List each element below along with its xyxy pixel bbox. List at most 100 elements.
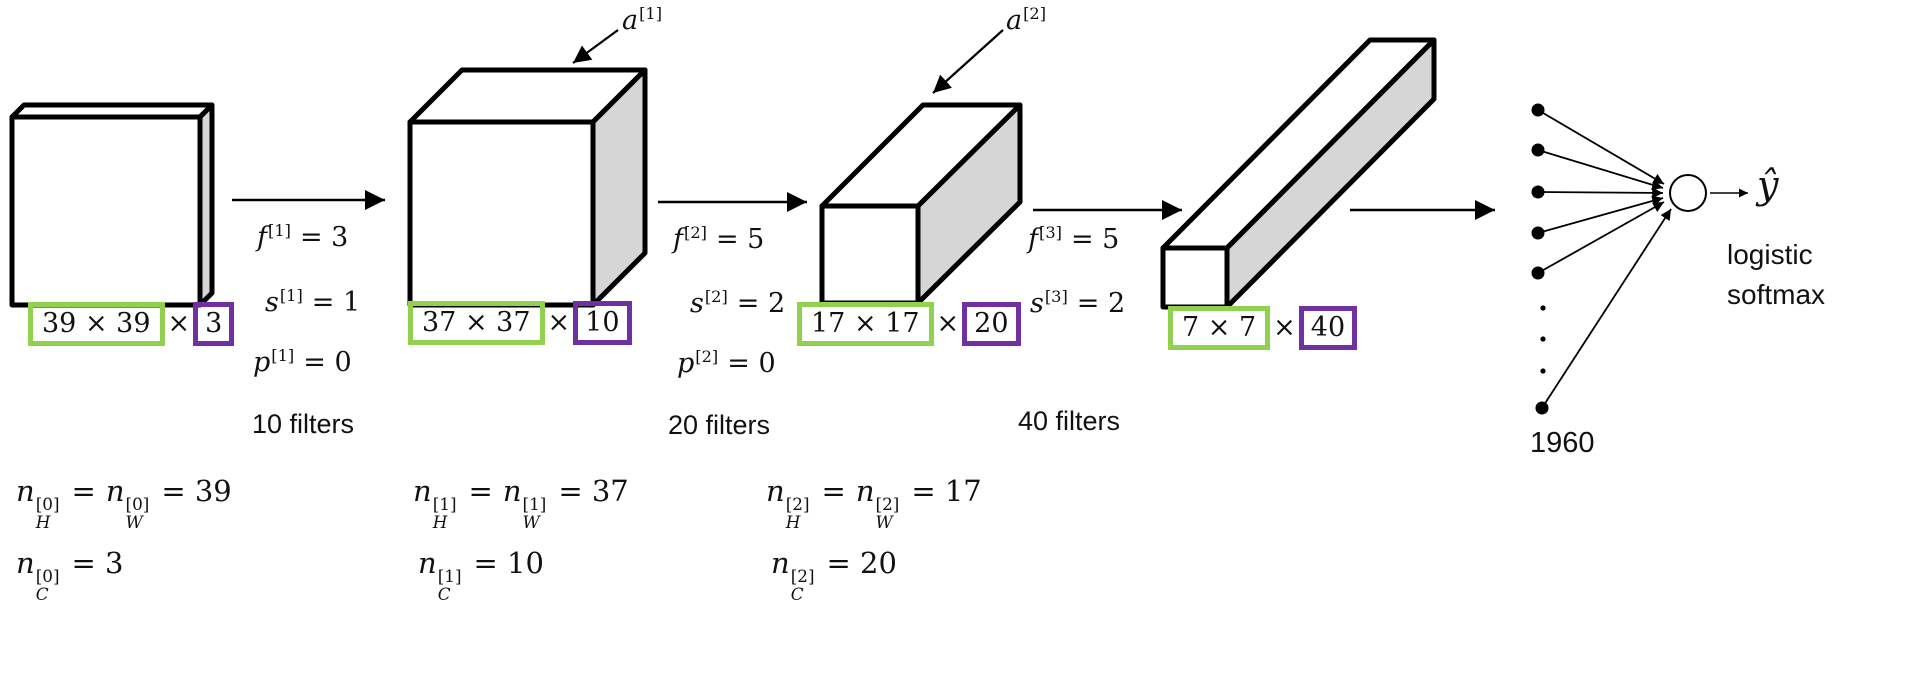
value: = 3 xyxy=(71,546,124,580)
param-value: = 2 xyxy=(736,288,786,319)
value: = 37 xyxy=(558,474,629,508)
conv3-dim-label: 7 × 7×40 xyxy=(1168,306,1358,351)
conv1-dim-label: 37 × 37×10 xyxy=(408,301,632,346)
activation-base: a xyxy=(622,5,639,36)
spatial-dims-box: 37 × 37 xyxy=(408,301,545,346)
param-value: = 2 xyxy=(1076,288,1126,319)
times-sign: × xyxy=(1273,312,1296,343)
fc-connection-lines xyxy=(1537,109,1672,409)
spatial-dims-box: 7 × 7 xyxy=(1168,306,1271,351)
param-symbol: f xyxy=(1028,224,1038,255)
sub: C xyxy=(790,583,804,604)
param-sup: [2] xyxy=(684,223,707,242)
subsup: [1]W xyxy=(523,496,547,531)
param-symbol: p xyxy=(677,348,695,379)
conv1-volume xyxy=(407,67,648,308)
value: = 17 xyxy=(911,474,982,508)
subsup: [2]W xyxy=(876,496,900,531)
conv2-stride: s[2]= 2 xyxy=(690,287,785,320)
activation1-label: a[1] xyxy=(622,4,662,37)
subsup: [2]C xyxy=(791,568,815,603)
conv3-stride: s[3] = 2 xyxy=(1030,287,1125,320)
layer1-hw-formula: n[1]H=n[1]W= 37 xyxy=(413,474,639,532)
param-sup: [1] xyxy=(268,221,291,240)
param-symbol: f xyxy=(257,222,267,253)
param-sup: [1] xyxy=(279,286,303,305)
param-value: = 1 xyxy=(311,287,361,318)
conv3-filter-size: f[3] = 5 xyxy=(1028,223,1119,256)
activation1-arrow xyxy=(572,29,619,64)
times-sign: × xyxy=(547,307,571,338)
conv3-volume xyxy=(1160,37,1437,310)
param-value: = 5 xyxy=(715,224,765,255)
equals: = xyxy=(468,474,493,508)
subsup: [1]C xyxy=(438,568,462,603)
value: = 10 xyxy=(473,546,544,580)
n-symbol: n xyxy=(418,546,437,580)
sub: W xyxy=(875,511,893,532)
sup: [1] xyxy=(522,494,547,515)
n-symbol: n xyxy=(105,474,125,508)
conv1-stride: s[1] = 1 xyxy=(265,286,360,319)
param-symbol: s xyxy=(265,287,279,318)
param-value: = 5 xyxy=(1070,224,1120,255)
conv2-volume xyxy=(819,102,1023,306)
sub: H xyxy=(432,511,448,532)
param-sup: [3] xyxy=(1044,287,1068,306)
n-symbol: n xyxy=(855,474,875,508)
param-symbol: s xyxy=(690,288,704,319)
conv1-filter-count: 10 filters xyxy=(252,409,355,439)
activation2-arrow xyxy=(932,29,1004,94)
sup: [0] xyxy=(125,494,150,515)
layer1-channels-formula: n[1]C = 10 xyxy=(418,546,554,604)
sub: W xyxy=(125,511,143,532)
sup: [2] xyxy=(875,494,900,515)
param-value: = 0 xyxy=(303,347,352,378)
conv3-filter-count: 40 filters xyxy=(1018,406,1121,436)
layer2-hw-formula: n[2]H=n[2]W= 17 xyxy=(766,474,992,532)
conv2-dim-label: 17 × 17×20 xyxy=(797,302,1021,347)
conv2-padding: p[2] = 0 xyxy=(677,347,776,380)
channel-dim-box: 10 xyxy=(573,301,632,346)
channel-dim-box: 3 xyxy=(193,302,235,347)
conv1-padding: p[1] = 0 xyxy=(253,346,352,379)
activation2-label: a[2] xyxy=(1006,4,1046,37)
n-symbol: n xyxy=(502,474,522,508)
param-sup: [3] xyxy=(1039,223,1062,242)
n-symbol: n xyxy=(16,546,35,580)
classifier-label-line2: softmax xyxy=(1727,279,1826,310)
activation-sup: [2] xyxy=(1023,4,1047,23)
layer2-channels-formula: n[2]C= 20 xyxy=(771,546,907,604)
subsup: [1]H xyxy=(433,496,457,531)
spatial-dims-box: 17 × 17 xyxy=(797,302,934,347)
param-sup: [1] xyxy=(271,346,295,365)
conv1-filter-size: f[1]= 3 xyxy=(257,221,348,254)
channel-dim-box: 20 xyxy=(962,302,1021,347)
sub: C xyxy=(35,583,49,604)
param-value: = 0 xyxy=(727,348,776,379)
n-symbol: n xyxy=(16,474,35,508)
sup: [0] xyxy=(35,566,60,587)
sub: C xyxy=(437,583,451,604)
input-volume xyxy=(9,102,215,308)
flattened-unit-count: 1960 xyxy=(1530,427,1595,459)
y-hat-label: ŷ xyxy=(1757,163,1779,207)
param-sup: [2] xyxy=(695,347,719,366)
sub: H xyxy=(35,511,51,532)
conv2-filter-count: 20 filters xyxy=(668,410,771,440)
param-symbol: s xyxy=(1030,288,1044,319)
n-symbol: n xyxy=(771,546,790,580)
param-symbol: p xyxy=(253,347,271,378)
n-symbol: n xyxy=(766,474,785,508)
fc-ellipsis-dots xyxy=(1540,305,1546,374)
equals: = xyxy=(71,474,96,508)
channel-dim-box: 40 xyxy=(1298,306,1358,351)
input-dim-label: 39 × 39×3 xyxy=(28,302,235,347)
times-sign: × xyxy=(936,308,960,339)
activation-sup: [1] xyxy=(639,4,663,23)
subsup: [0]C xyxy=(36,568,60,603)
subsup: [2]H xyxy=(786,496,810,531)
subsup: [0]H xyxy=(36,496,60,531)
